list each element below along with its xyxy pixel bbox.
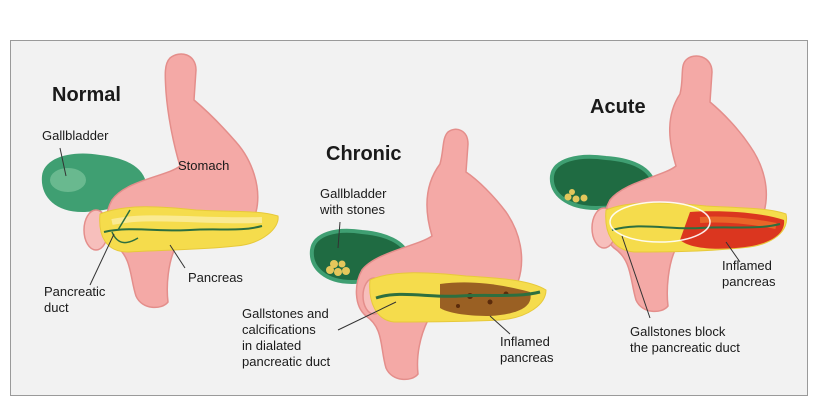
label-gallstones-calcifications: Gallstones and calcifications in dialate… xyxy=(242,306,331,369)
panel-chronic-art xyxy=(309,128,547,381)
panel-normal-art xyxy=(41,53,279,309)
pancreatic-duct-chronic xyxy=(375,290,541,300)
heading-chronic: Chronic xyxy=(326,143,402,165)
label-gallbladder-with-stones: Gallbladder with stones xyxy=(320,186,387,217)
heading-normal: Normal xyxy=(52,84,121,106)
gallstones-chronic xyxy=(326,260,350,276)
pancreatic-duct-normal xyxy=(103,225,263,233)
label-inflamed-pancreas-acute: Inflamed pancreas xyxy=(722,258,776,289)
label-pancreatic-duct: Pancreatic duct xyxy=(44,284,106,315)
pancreatic-duct-acute xyxy=(611,223,781,231)
heading-acute: Acute xyxy=(590,96,646,118)
label-gallstones-block: Gallstones block the pancreatic duct xyxy=(630,324,740,355)
label-gallbladder: Gallbladder xyxy=(42,128,109,143)
label-pancreas: Pancreas xyxy=(188,270,243,285)
panel-acute-art xyxy=(549,55,788,319)
label-inflamed-pancreas-chronic: Inflamed pancreas xyxy=(500,334,554,365)
gallstones-acute xyxy=(564,189,588,203)
label-stomach: Stomach xyxy=(178,158,230,173)
